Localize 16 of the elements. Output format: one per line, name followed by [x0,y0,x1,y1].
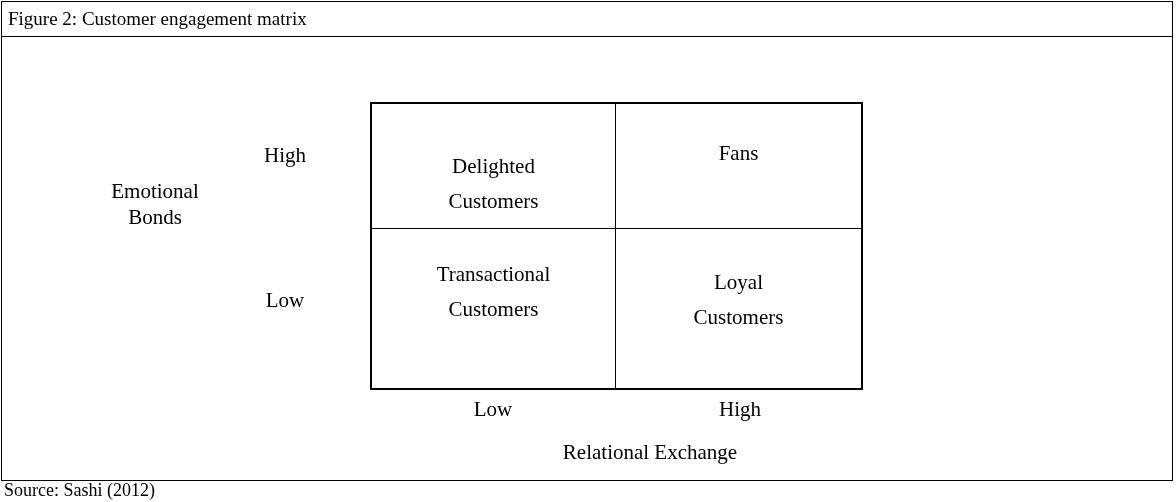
source-caption: Source: Sashi (2012) [4,481,155,500]
matrix-quadrant [370,229,616,390]
axis-level-label: Low [264,287,306,313]
quadrant-label: Loyal Customers [692,269,785,331]
quadrant-label: Delighted Customers [447,153,540,215]
figure-title: Figure 2: Customer engagement matrix [2,2,1172,37]
axis-title: Relational Exchange [561,439,739,465]
matrix-quadrant [616,229,863,390]
axis-level-label: High [263,142,307,168]
axis-level-label: Low [472,396,514,422]
axis-level-label: High [718,396,762,422]
quadrant-label: Transactional Customers [435,261,552,323]
matrix-quadrant [616,102,863,229]
quadrant-label: Fans [717,140,760,167]
matrix-quadrant [370,102,616,229]
axis-title: Emotional Bonds [110,178,200,230]
